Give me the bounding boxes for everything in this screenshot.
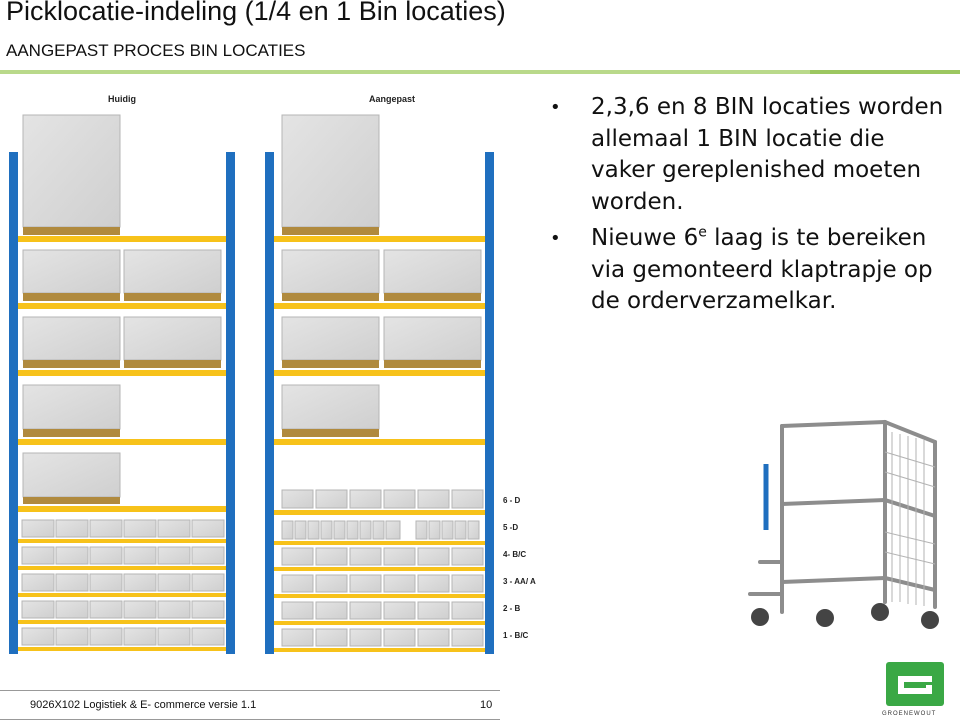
bullet-list: • 2,3,6 en 8 BIN locaties worden allemaal…	[548, 92, 948, 318]
order-picking-cart-image	[748, 420, 939, 629]
label-current: Huidig	[108, 94, 136, 104]
bullet-text-2b: laag is te bereiken via gemonteerd klapt…	[591, 225, 933, 314]
header-divider	[0, 70, 960, 74]
level-label-3: 3 - AA/ A	[503, 577, 536, 586]
level-label-5: 5 -D	[503, 523, 518, 532]
footer-bar: 9026X102 Logistiek & E- commerce versie …	[0, 690, 500, 720]
page-title: Picklocatie-indeling (1/4 en 1 Bin locat…	[6, 0, 506, 26]
rack-adjusted	[265, 114, 494, 654]
logo-caption: GROENEWOUT	[882, 711, 937, 717]
page-subtitle: AANGEPAST PROCES BIN LOCATIES	[6, 41, 306, 60]
level-label-1: 1 - B/C	[503, 631, 529, 640]
footer-course: 9026X102 Logistiek & E- commerce versie …	[30, 699, 257, 711]
level-label-4: 4- B/C	[503, 550, 526, 559]
bullet-dot: •	[550, 228, 561, 249]
upright-left	[9, 152, 18, 654]
rack-current	[9, 114, 235, 654]
footer-page-number: 10	[480, 699, 493, 711]
bullet-item-2: • Nieuwe 6e laag is te bereiken via gemon…	[548, 223, 948, 318]
bullet-sup: e	[698, 224, 707, 241]
bullet-item-1: • 2,3,6 en 8 BIN locaties worden allemaal…	[548, 92, 948, 218]
rack-diagram: Huidig Aangepast	[9, 94, 536, 654]
level-label-2: 2 - B	[503, 604, 521, 613]
bullet-text-1: 2,3,6 en 8 BIN locaties worden allemaal …	[591, 94, 944, 215]
groenewout-logo-icon	[886, 662, 944, 706]
beam	[18, 236, 226, 242]
bullet-text-2a: Nieuwe 6	[591, 225, 699, 251]
upright-right	[226, 152, 235, 654]
bullet-dot: •	[550, 97, 561, 118]
label-adjusted: Aangepast	[369, 94, 415, 104]
level-label-6: 6 - D	[503, 496, 521, 505]
